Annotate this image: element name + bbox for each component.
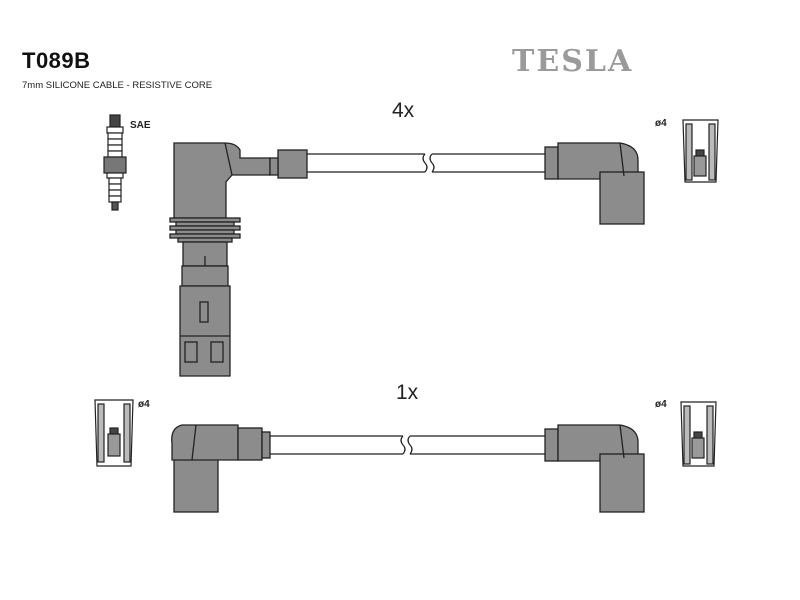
bottom-cable-assembly <box>94 399 717 513</box>
cable-wire <box>307 153 548 173</box>
quantity-label-bottom-set: 1x <box>396 381 419 404</box>
terminal-diameter-label-top-right: ø4 <box>655 118 667 129</box>
quantity-label-top-set: 4x <box>392 99 415 122</box>
brand-logo: TESLA <box>512 44 634 79</box>
angled-boot-right <box>544 424 645 513</box>
part-code: T089B <box>22 48 91 73</box>
terminal-bottom-left-icon <box>94 399 134 467</box>
spark-plug-label: SAE <box>130 120 151 131</box>
top-cable-assembly <box>169 119 719 377</box>
terminal-diameter-label-bottom-right: ø4 <box>655 399 667 410</box>
cable-description: 7mm SILICONE CABLE - RESISTIVE CORE <box>22 80 213 91</box>
spark-plug-icon <box>103 114 127 211</box>
terminal-diameter-label-bottom-left: ø4 <box>138 399 150 410</box>
angled-boot-left <box>171 424 271 513</box>
terminal-bottom-right-icon <box>680 401 717 467</box>
terminal-top-right-icon <box>682 119 719 183</box>
straight-plug-boot <box>169 142 308 377</box>
angled-boot-right <box>544 142 645 225</box>
cable-wire <box>270 435 548 455</box>
